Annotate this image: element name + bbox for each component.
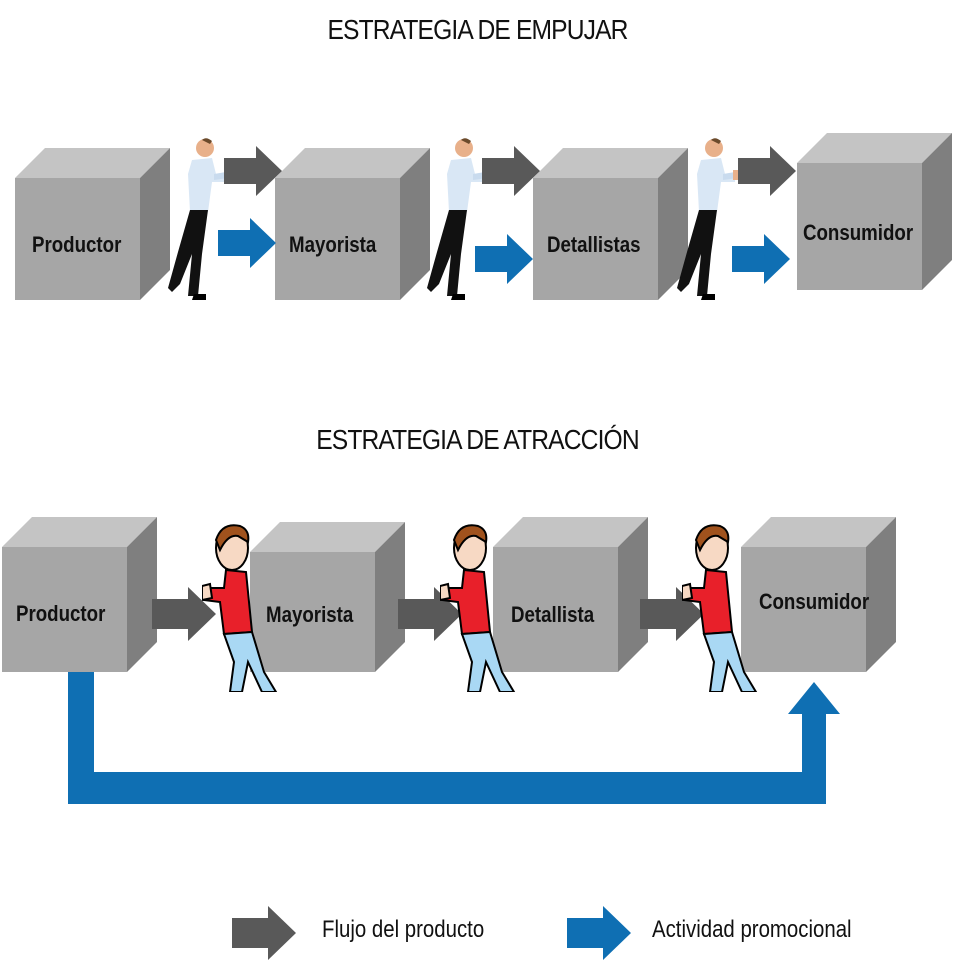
pull-box-detallista: Detallista — [493, 517, 648, 672]
push-box-mayorista-label: Mayorista — [289, 232, 377, 257]
push-box-consumidor: Consumidor — [797, 133, 952, 290]
pull-box-consumidor: Consumidor — [741, 517, 896, 672]
businessman-pushing-icon — [427, 138, 489, 300]
product-flow-arrow — [224, 146, 282, 196]
pull-box-mayorista: Mayorista — [250, 522, 405, 672]
promo-activity-arrow — [732, 234, 790, 284]
push-box-mayorista: Mayorista — [275, 148, 430, 300]
red-shirt-person-pulling-icon — [202, 524, 278, 692]
promo-activity-arrow — [218, 218, 276, 268]
push-strategy-title: ESTRATEGIA DE EMPUJAR — [327, 14, 628, 45]
promo-activity-arrow — [475, 234, 533, 284]
product-flow-arrow — [738, 146, 796, 196]
promo-activity-arrow-long — [68, 672, 840, 804]
pull-box-detallista-label: Detallista — [511, 602, 595, 627]
push-box-detallistas: Detallistas — [533, 148, 688, 300]
businessman-pushing-icon — [168, 138, 230, 300]
pull-strategy-title: ESTRATEGIA DE ATRACCIÓN — [316, 424, 639, 455]
pull-box-productor: Productor — [2, 517, 157, 672]
cube-shape — [797, 133, 952, 290]
red-shirt-person-pulling-icon — [440, 524, 516, 692]
product-flow-arrow — [152, 587, 216, 641]
cube-shape — [493, 517, 648, 672]
product-flow-arrow — [482, 146, 540, 196]
pull-box-consumidor-label: Consumidor — [759, 589, 870, 614]
cube-shape — [275, 148, 430, 300]
push-box-productor: Productor — [15, 148, 170, 300]
cube-shape — [15, 148, 170, 300]
legend-product-flow-label: Flujo del producto — [322, 916, 485, 943]
legend-promotional-activity-label: Actividad promocional — [652, 916, 852, 943]
push-box-detallistas-label: Detallistas — [547, 232, 641, 257]
cube-shape — [533, 148, 688, 300]
cube-shape — [2, 517, 157, 672]
push-box-consumidor-label: Consumidor — [803, 220, 914, 245]
cube-shape — [250, 522, 405, 672]
cube-shape — [741, 517, 896, 672]
pull-box-mayorista-label: Mayorista — [266, 602, 354, 627]
legend-promo-arrow — [567, 906, 631, 960]
businessman-pushing-icon — [677, 138, 739, 300]
push-box-productor-label: Productor — [32, 232, 122, 257]
pull-box-productor-label: Productor — [16, 601, 106, 626]
legend-product-arrow — [232, 906, 296, 960]
red-shirt-person-pulling-icon — [682, 524, 758, 692]
